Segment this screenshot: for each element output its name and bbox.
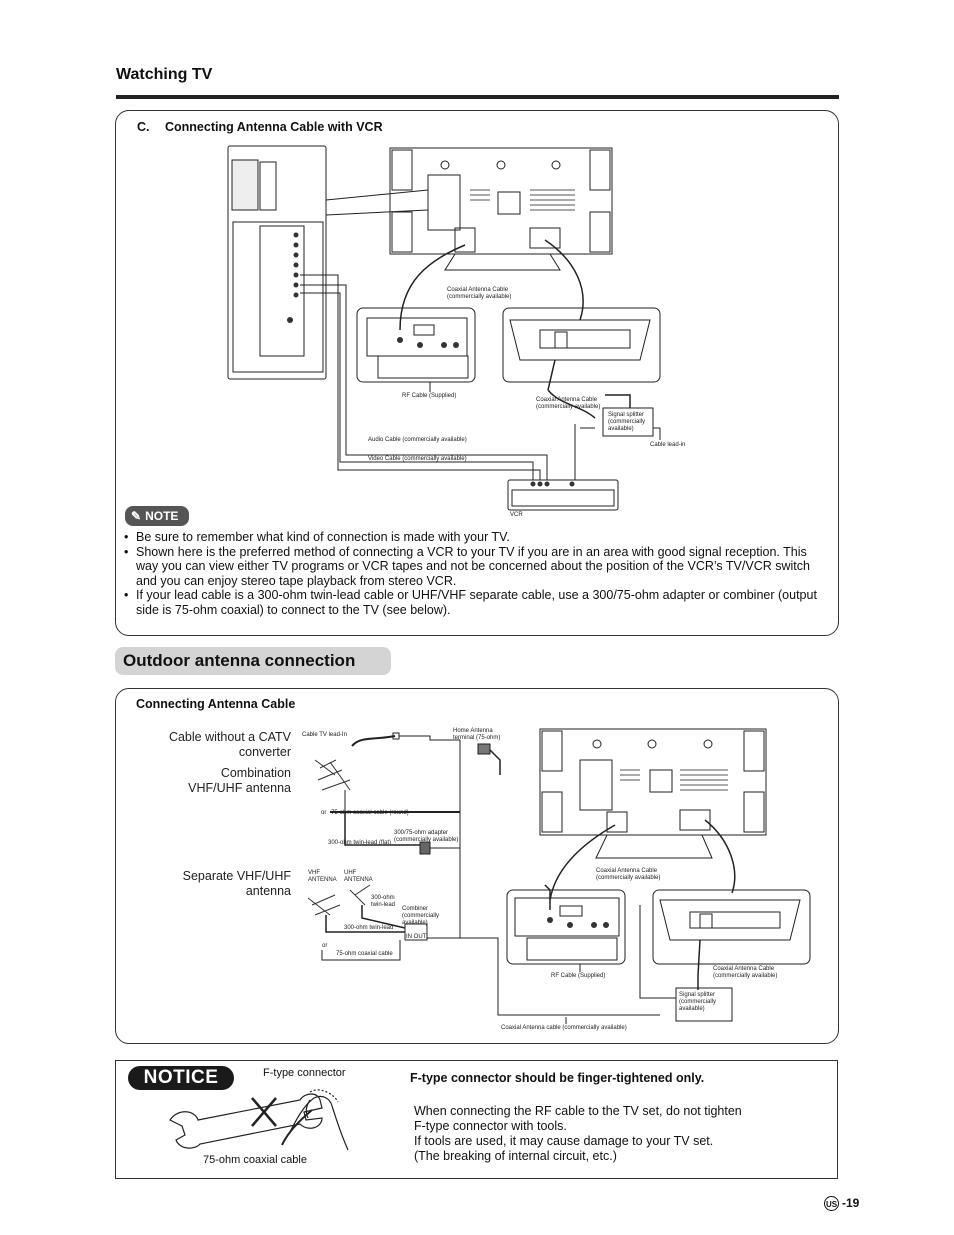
- or-label-2: or: [322, 943, 328, 949]
- splitter-outdoor-label: Signal splitter (commercially available): [679, 992, 717, 1012]
- coax-75-label: 75-ohm coaxial cable: [336, 951, 393, 957]
- notice-heading: F-type connector should be finger-tighte…: [410, 1071, 705, 1085]
- rf-cable-outdoor-label: RF Cable (Supplied): [551, 973, 606, 979]
- tv-rear: [389, 147, 613, 255]
- page-number: -19: [842, 1196, 860, 1210]
- us-region-badge: US: [824, 1196, 839, 1211]
- outdoor-subtitle: Connecting Antenna Cable: [136, 697, 296, 711]
- twin-300b-label: 300-ohm twin-lead: [344, 925, 394, 931]
- in-out-label: IN OUT: [406, 934, 427, 940]
- adapter-label: 300/75-ohm adapter (commercially availab…: [394, 830, 459, 843]
- splitter-label: Signal splitter (commercially available): [608, 412, 646, 432]
- vcr-unit: [507, 479, 619, 511]
- outdoor-antenna-panel: [115, 688, 839, 1044]
- coaxial-bottom-label: Coaxial Antenna cable (commercially avai…: [501, 1025, 627, 1031]
- outdoor-antenna-heading: Outdoor antenna connection: [115, 647, 391, 675]
- video-cable-label: Video Cable (commercially available): [368, 456, 467, 462]
- uhf-label: UHF ANTENNA: [344, 870, 373, 883]
- coax-round-label: 75-ohm coaxial cable (round): [331, 810, 409, 816]
- pencil-icon: ✎: [131, 509, 142, 523]
- tv-rear-outdoor: [539, 728, 767, 836]
- note-item: Shown here is the preferred method of co…: [122, 545, 832, 589]
- coaxial-right-label: Coaxial Antenna Cable (commercially avai…: [713, 966, 778, 979]
- section-heading: Connecting Antenna Cable with VCR: [165, 120, 383, 134]
- combiner-label: Combiner (commercially available): [402, 906, 440, 926]
- cable-tv-leadin-label: Cable TV lead-In: [302, 732, 347, 738]
- coaxial-label-mid: Coaxial Antenna Cable (commercially avai…: [536, 397, 601, 410]
- note-badge: ✎ NOTE: [125, 506, 189, 526]
- cable-leadin-label: Cable lead-in: [650, 442, 686, 448]
- catv-label: Cable without a CATV converter: [168, 730, 291, 759]
- separate-label: Separate VHF/UHF antenna: [182, 869, 291, 898]
- note-list: Be sure to remember what kind of connect…: [122, 530, 832, 618]
- ftype-connector-label: F-type connector: [263, 1067, 346, 1079]
- section-title: Watching TV: [116, 66, 213, 83]
- combination-label: Combination VHF/UHF antenna: [188, 766, 291, 795]
- home-antenna-label: Home Antenna terminal (75-ohm): [453, 728, 501, 741]
- coax-cable-label: 75-ohm coaxial cable: [203, 1154, 307, 1166]
- section-letter: C.: [137, 120, 150, 134]
- coaxial-label-top: Coaxial Antenna Cable (commercially avai…: [447, 287, 512, 300]
- rf-cable-label: RF Cable (Supplied): [402, 393, 457, 399]
- terminal-closeup: [227, 145, 327, 380]
- notice-badge: NOTICE: [128, 1066, 234, 1090]
- or-label: or: [321, 810, 327, 816]
- note-item: Be sure to remember what kind of connect…: [122, 530, 832, 545]
- vhf-label: VHF ANTENNA: [308, 870, 337, 883]
- header-rule: [116, 95, 839, 99]
- vcr-label: VCR: [510, 512, 523, 518]
- notice-panel: [115, 1060, 838, 1179]
- twin-300-label: 300-ohm twin-lead: [371, 895, 396, 908]
- coaxial-tv-label: Coaxial Antenna Cable (commercially avai…: [596, 868, 661, 881]
- twin-flat-label: 300-ohm twin-lead (flat): [328, 840, 392, 846]
- audio-cable-label: Audio Cable (commercially available): [368, 437, 467, 443]
- note-item: If your lead cable is a 300-ohm twin-lea…: [122, 588, 832, 617]
- notice-body: When connecting the RF cable to the TV s…: [414, 1104, 742, 1163]
